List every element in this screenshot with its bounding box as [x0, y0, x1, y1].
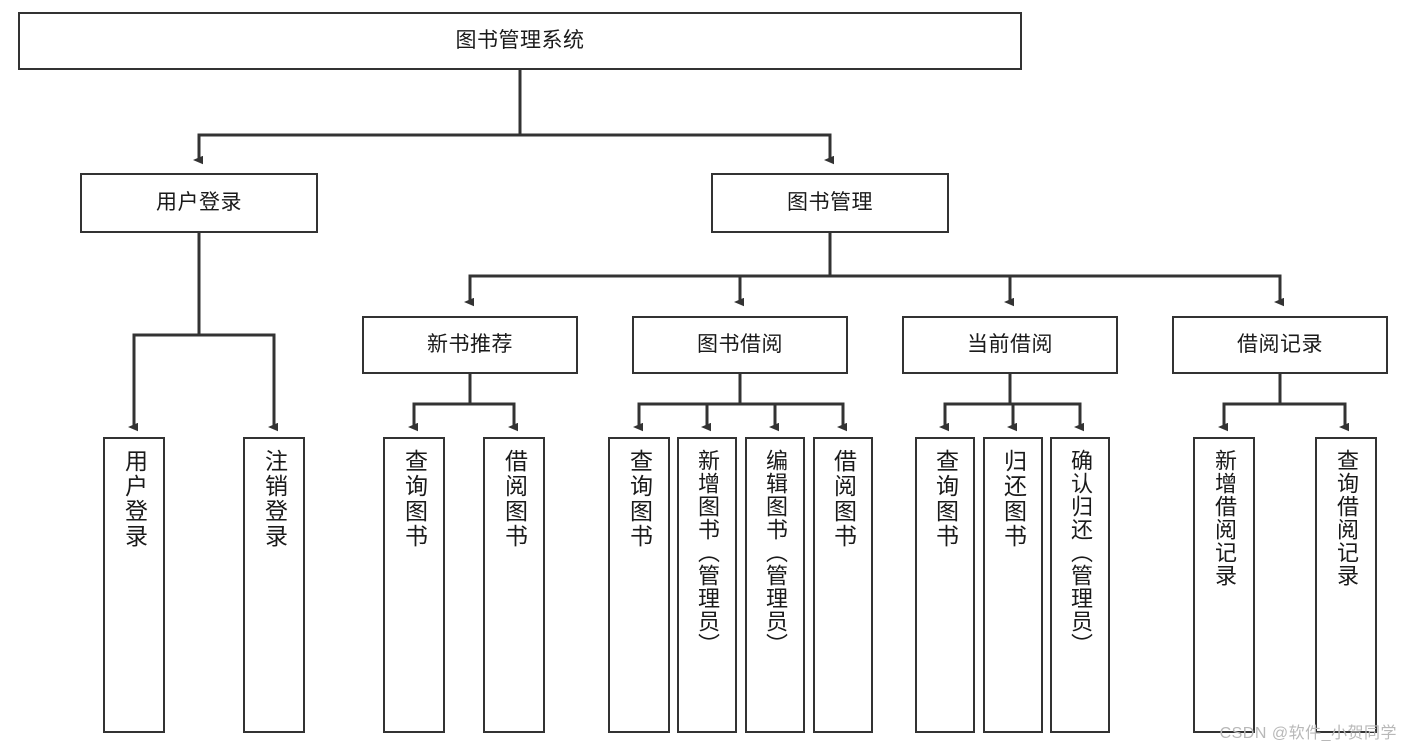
- node-leaf-user-login[interactable]: 用户登录: [103, 437, 165, 733]
- node-label: 新增借阅记录: [1212, 449, 1237, 587]
- node-new-book-recommend[interactable]: 新书推荐: [362, 316, 578, 374]
- node-leaf-query-book-3[interactable]: 查询图书: [915, 437, 975, 733]
- node-leaf-edit-book[interactable]: 编辑图书（管理员）: [745, 437, 805, 733]
- node-label: 用户登录: [156, 190, 242, 214]
- node-leaf-borrow-book-2[interactable]: 借阅图书: [813, 437, 873, 733]
- node-label: 归还图书: [1000, 449, 1027, 549]
- node-label: 查询图书: [932, 449, 959, 549]
- node-leaf-query-book-2[interactable]: 查询图书: [608, 437, 670, 733]
- node-label: 用户登录: [121, 449, 148, 549]
- node-current-borrow[interactable]: 当前借阅: [902, 316, 1118, 374]
- node-leaf-confirm-return[interactable]: 确认归还（管理员）: [1050, 437, 1110, 733]
- node-label: 编辑图书（管理员）: [763, 449, 788, 656]
- node-leaf-add-book[interactable]: 新增图书（管理员）: [677, 437, 737, 733]
- node-leaf-return-book[interactable]: 归还图书: [983, 437, 1043, 733]
- node-label: 借阅记录: [1237, 332, 1323, 356]
- node-leaf-query-borrow-record[interactable]: 查询借阅记录: [1315, 437, 1377, 733]
- node-label: 借阅图书: [501, 449, 528, 549]
- node-user-login[interactable]: 用户登录: [80, 173, 318, 233]
- node-leaf-borrow-book-1[interactable]: 借阅图书: [483, 437, 545, 733]
- node-label: 查询借阅记录: [1334, 449, 1359, 587]
- node-book-borrow[interactable]: 图书借阅: [632, 316, 848, 374]
- node-label: 图书借阅: [697, 332, 783, 356]
- node-label: 图书管理系统: [455, 28, 585, 52]
- node-label: 查询图书: [626, 449, 653, 549]
- node-borrow-record[interactable]: 借阅记录: [1172, 316, 1388, 374]
- node-leaf-add-borrow-record[interactable]: 新增借阅记录: [1193, 437, 1255, 733]
- node-label: 注销登录: [261, 449, 288, 549]
- node-label: 当前借阅: [967, 332, 1053, 356]
- node-leaf-query-book-1[interactable]: 查询图书: [383, 437, 445, 733]
- node-label: 确认归还（管理员）: [1068, 449, 1093, 656]
- node-label: 图书管理: [787, 190, 873, 214]
- node-leaf-logout-login[interactable]: 注销登录: [243, 437, 305, 733]
- node-root-system[interactable]: 图书管理系统: [18, 12, 1022, 70]
- node-label: 新增图书（管理员）: [695, 449, 720, 656]
- node-label: 新书推荐: [427, 332, 513, 356]
- node-book-management[interactable]: 图书管理: [711, 173, 949, 233]
- watermark-text: CSDN @软件_小贺同学: [1219, 725, 1397, 742]
- node-label: 查询图书: [401, 449, 428, 549]
- node-label: 借阅图书: [830, 449, 857, 549]
